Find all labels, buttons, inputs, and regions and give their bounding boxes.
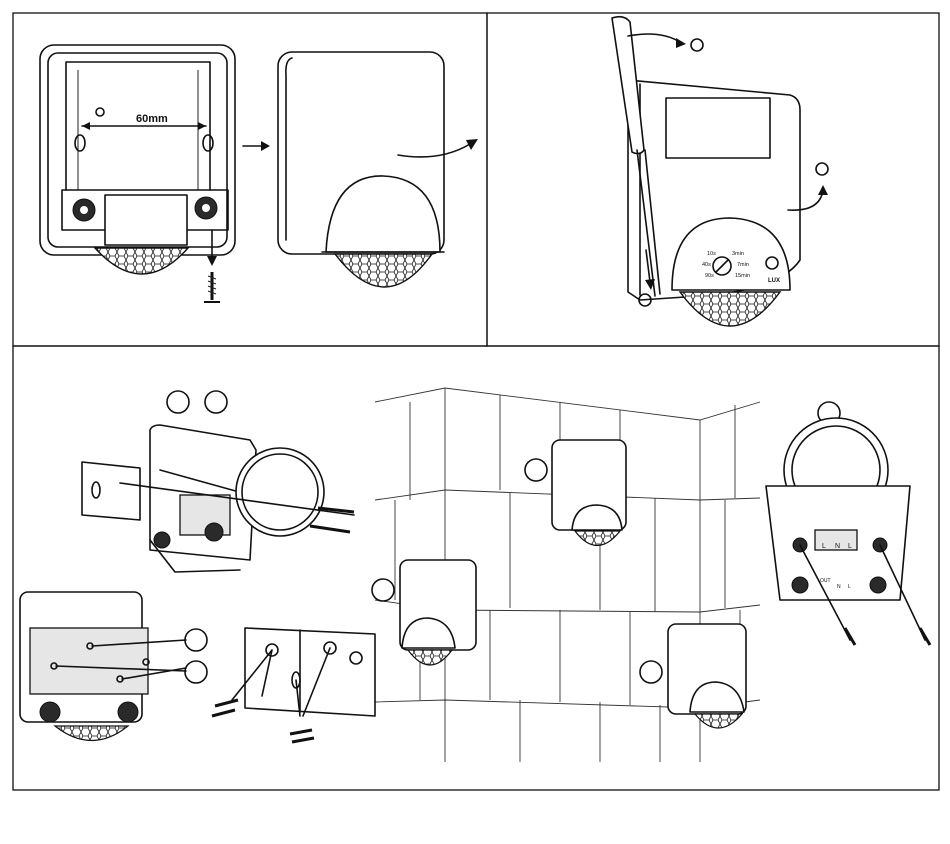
dial-label-7min: 7min	[737, 262, 749, 268]
dial-label-15min: 15min	[735, 273, 750, 279]
terminal-out-l: L	[848, 584, 851, 590]
sensor-housing-front	[278, 52, 478, 287]
bracket-assembly-side	[82, 425, 354, 572]
dial-label-10s: 10s	[707, 251, 716, 257]
sensor-terminal-view: L N L OUT N L	[766, 418, 930, 645]
terminal-out-label: OUT	[820, 578, 831, 584]
arrow-down-icon	[207, 256, 217, 266]
wall-sensor-left	[372, 560, 476, 665]
terminal-out-n: N	[837, 584, 841, 590]
dial-label-lux: LUX	[768, 278, 780, 284]
wall-sensor-bottom	[640, 624, 746, 728]
dial-label-3min: 3min	[732, 251, 744, 257]
screw-icon	[204, 272, 220, 302]
bracket-bottom-middle	[212, 628, 375, 742]
wall-sensor-top	[525, 440, 626, 546]
dial-label-40s: 40s	[702, 262, 711, 268]
step-circle	[185, 629, 207, 651]
step-circle	[205, 391, 227, 413]
mounting-plate-diagram: 60mm	[40, 45, 235, 302]
terminal-label-n: N	[835, 543, 840, 550]
dial-label-90s: 90s	[705, 273, 714, 279]
terminal-label-l: L	[822, 543, 826, 550]
step-circle	[167, 391, 189, 413]
mounting-plate-bottom-left	[20, 592, 186, 741]
step-circle	[185, 661, 207, 683]
sensor-open-diagram: 10s 40s 90s 3min 7min 15min LUX	[612, 17, 828, 326]
terminal-label-l2: L	[848, 543, 852, 550]
dimension-label: 60mm	[136, 113, 168, 125]
